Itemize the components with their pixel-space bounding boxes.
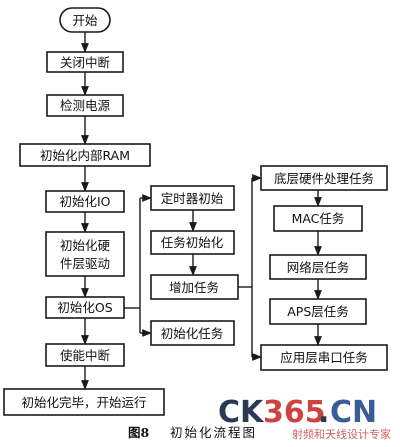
node-mac-task-label: MAC任务 bbox=[292, 211, 345, 226]
caption-fig-number: 图8 bbox=[128, 425, 150, 440]
node-task-init: 任务初始化 bbox=[150, 230, 235, 255]
node-init-io-label: 初始化IO bbox=[59, 194, 110, 209]
node-low-hw-task: 底层硬件处理任务 bbox=[260, 165, 388, 191]
node-init-task-label: 初始化任务 bbox=[161, 326, 224, 341]
node-low-hw-task-label: 底层硬件处理任务 bbox=[274, 171, 374, 186]
node-init-ram: 初始化内部RAM bbox=[19, 143, 151, 167]
watermark-cn: CN bbox=[330, 395, 377, 430]
node-net-task-label: 网络层任务 bbox=[287, 260, 350, 275]
node-close-interrupt-label: 关闭中断 bbox=[60, 55, 110, 70]
node-mac-task: MAC任务 bbox=[273, 205, 363, 232]
node-task-init-label: 任务初始化 bbox=[161, 235, 224, 250]
caption-title: 初始化流程图 bbox=[170, 425, 257, 440]
node-app-uart-task: 应用层串口任务 bbox=[260, 344, 388, 371]
node-aps-task-label: APS层任务 bbox=[287, 304, 349, 319]
watermark-logo: CK 365 . CN 射频和天线设计专家 bbox=[218, 395, 391, 441]
node-enable-interrupt: 使能中断 bbox=[45, 343, 125, 367]
node-init-hw-label-1: 初始化硬 bbox=[60, 238, 111, 253]
node-init-task: 初始化任务 bbox=[150, 320, 235, 346]
node-close-interrupt: 关闭中断 bbox=[46, 51, 124, 73]
node-net-task: 网络层任务 bbox=[269, 254, 367, 280]
node-aps-task: APS层任务 bbox=[269, 298, 367, 325]
node-start: 开始 bbox=[59, 7, 111, 33]
node-timer-init: 定时器初始 bbox=[150, 185, 235, 211]
node-init-hw-label-2: 件层驱动 bbox=[60, 256, 110, 271]
node-init-done: 初始化完毕，开始运行 bbox=[3, 388, 165, 416]
node-init-hw-driver: 初始化硬 件层驱动 bbox=[45, 231, 125, 277]
node-init-ram-label: 初始化内部RAM bbox=[40, 148, 130, 163]
watermark-ck: CK bbox=[218, 395, 265, 430]
node-start-label: 开始 bbox=[72, 13, 98, 28]
watermark-num: 365 bbox=[263, 395, 326, 430]
node-detect-power: 检测电源 bbox=[46, 94, 124, 117]
watermark-dot: . bbox=[318, 395, 329, 430]
edges bbox=[81, 32, 322, 390]
node-add-task-label: 增加任务 bbox=[169, 280, 219, 295]
node-add-task: 增加任务 bbox=[150, 274, 239, 300]
node-init-io: 初始化IO bbox=[45, 190, 125, 213]
watermark-subtitle: 射频和天线设计专家 bbox=[292, 427, 391, 441]
node-init-os: 初始化OS bbox=[45, 296, 125, 319]
node-enable-interrupt-label: 使能中断 bbox=[60, 348, 110, 363]
node-detect-power-label: 检测电源 bbox=[60, 98, 111, 113]
node-init-os-label: 初始化OS bbox=[57, 300, 112, 315]
node-init-done-label: 初始化完毕，开始运行 bbox=[21, 395, 146, 410]
node-timer-init-label: 定时器初始 bbox=[161, 191, 224, 206]
node-app-uart-task-label: 应用层串口任务 bbox=[280, 350, 368, 365]
